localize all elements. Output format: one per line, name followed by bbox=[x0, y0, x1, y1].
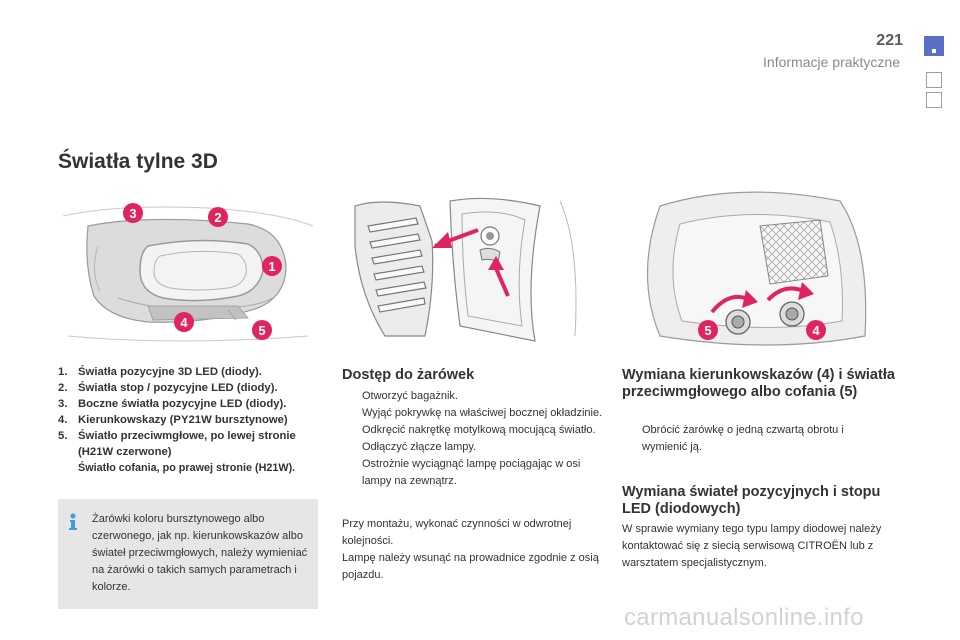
page-title: Światła tylne 3D bbox=[58, 150, 218, 173]
info-box: Żarówki koloru bursztynowego albo czerwo… bbox=[58, 499, 318, 609]
callout-2: 2 bbox=[208, 207, 228, 227]
rear-light-illustration: 3 2 1 4 5 bbox=[58, 186, 320, 356]
list-item: Ostrożnie wyciągnąć lampę pociągając w o… bbox=[362, 458, 581, 487]
chapter-tab-active[interactable] bbox=[924, 36, 944, 56]
callout-3: 3 bbox=[123, 203, 143, 223]
callout-5: 5 bbox=[698, 320, 718, 340]
svg-text:4: 4 bbox=[812, 323, 820, 338]
indicator-heading: Wymiana kierunkowskazów (4) i światła pr… bbox=[622, 367, 895, 400]
svg-text:5: 5 bbox=[704, 323, 711, 338]
list-item: 4.Kierunkowskazy (PY21W bursztynowe) bbox=[58, 414, 288, 426]
access-steps: Otworzyć bagażnik. Wyjąć pokrywkę na wła… bbox=[342, 388, 604, 490]
svg-text:4: 4 bbox=[180, 315, 188, 330]
list-item: Odłączyć złącze lampy. bbox=[362, 441, 477, 453]
callout-4: 4 bbox=[806, 320, 826, 340]
section-label: Informacje praktyczne bbox=[763, 54, 900, 70]
list-item: 5.Światło przeciwmgłowe, po lewej stroni… bbox=[58, 430, 296, 458]
callout-5: 5 bbox=[252, 320, 272, 340]
svg-text:5: 5 bbox=[258, 323, 265, 338]
access-cover-illustration bbox=[340, 186, 602, 356]
list-item: Obrócić żarówkę o jedną czwartą obrotu i… bbox=[642, 424, 844, 453]
parts-list: 1.Światła pozycyjne 3D LED (diody). 2.Św… bbox=[58, 364, 328, 476]
info-icon bbox=[69, 513, 77, 530]
page-number: 221 bbox=[876, 32, 903, 49]
svg-text:3: 3 bbox=[129, 206, 136, 221]
chapter-tab[interactable] bbox=[926, 72, 942, 88]
watermark: carmanualsonline.info bbox=[624, 604, 864, 631]
parts-note: Światło cofania, po prawej stronie (H21W… bbox=[78, 462, 296, 474]
led-heading: Wymiana świateł pozycyjnych i stopu LED … bbox=[622, 484, 881, 517]
callout-1: 1 bbox=[262, 256, 282, 276]
callout-4: 4 bbox=[174, 312, 194, 332]
list-item: Otworzyć bagażnik. bbox=[362, 390, 458, 402]
list-item: Odkręcić nakrętkę motylkową mocującą świ… bbox=[362, 424, 596, 436]
svg-text:2: 2 bbox=[214, 210, 221, 225]
info-text: Żarówki koloru bursztynowego albo czerwo… bbox=[92, 513, 308, 593]
access-notes: Przy montażu, wykonać czynności w odwrot… bbox=[342, 516, 604, 584]
list-item: Wyjąć pokrywkę na właściwej bocznej okła… bbox=[362, 407, 603, 419]
list-item: 3.Boczne światła pozycyjne LED (diody). bbox=[58, 398, 287, 410]
bulb-holder-illustration: 5 4 bbox=[620, 186, 882, 356]
led-text: W sprawie wymiany tego typu lampy diodow… bbox=[622, 523, 882, 569]
list-item: 1.Światła pozycyjne 3D LED (diody). bbox=[58, 366, 262, 378]
indicator-steps: Obrócić żarówkę o jedną czwartą obrotu i… bbox=[622, 422, 884, 456]
chapter-tab[interactable] bbox=[926, 92, 942, 108]
list-item: 2.Światła stop / pozycyjne LED (diody). bbox=[58, 382, 278, 394]
access-note: Przy montażu, wykonać czynności w odwrot… bbox=[342, 518, 572, 547]
svg-text:1: 1 bbox=[268, 259, 275, 274]
access-note: Lampę należy wsunąć na prowadnice zgodni… bbox=[342, 552, 599, 581]
access-heading: Dostęp do żarówek bbox=[342, 367, 475, 383]
